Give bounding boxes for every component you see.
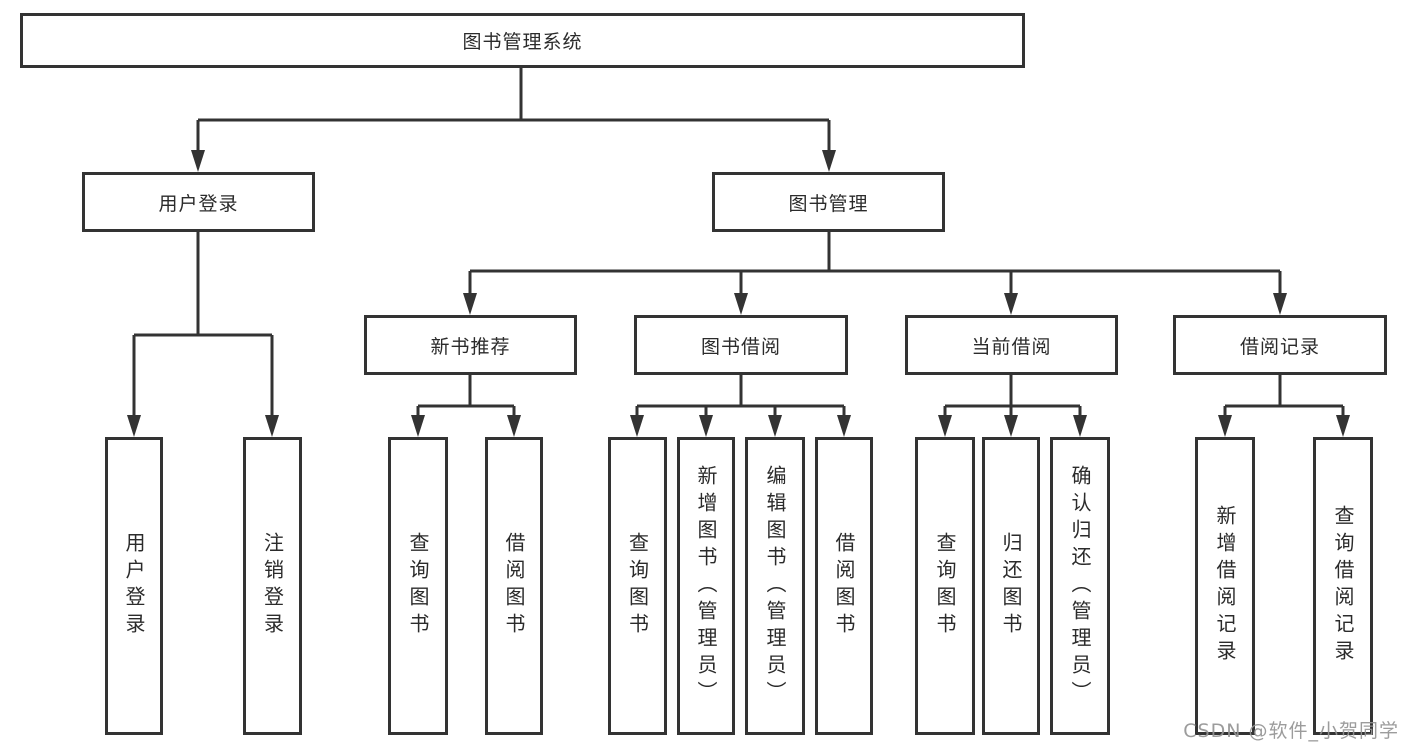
node-leaf-query-books-current: 查询图书 bbox=[915, 437, 975, 735]
node-new-book-recommendation: 新书推荐 bbox=[364, 315, 577, 375]
node-leaf-user-login: 用户登录 bbox=[105, 437, 163, 735]
node-leaf-return-books: 归还图书 bbox=[982, 437, 1040, 735]
node-leaf-borrow-books-recommendation: 借阅图书 bbox=[485, 437, 543, 735]
node-borrowing-records: 借阅记录 bbox=[1173, 315, 1387, 375]
node-leaf-query-books-recommendation: 查询图书 bbox=[388, 437, 448, 735]
node-leaf-query-books-borrowing: 查询图书 bbox=[608, 437, 667, 735]
node-current-borrowing: 当前借阅 bbox=[905, 315, 1118, 375]
node-leaf-add-books-admin: 新增图书（管理员） bbox=[677, 437, 735, 735]
node-leaf-confirm-return-admin: 确认归还（管理员） bbox=[1050, 437, 1110, 735]
node-book-borrowing: 图书借阅 bbox=[634, 315, 848, 375]
node-leaf-borrow-books-borrowing: 借阅图书 bbox=[815, 437, 873, 735]
node-book-management-branch: 图书管理 bbox=[712, 172, 945, 232]
node-leaf-logout: 注销登录 bbox=[243, 437, 302, 735]
csdn-watermark: CSDN @软件_小贺同学 bbox=[1183, 720, 1399, 742]
node-leaf-query-borrow-record: 查询借阅记录 bbox=[1313, 437, 1373, 735]
node-leaf-edit-books-admin: 编辑图书（管理员） bbox=[745, 437, 805, 735]
node-library-management-system: 图书管理系统 bbox=[20, 13, 1025, 68]
node-leaf-add-borrow-record: 新增借阅记录 bbox=[1195, 437, 1255, 735]
node-user-login-branch: 用户登录 bbox=[82, 172, 315, 232]
